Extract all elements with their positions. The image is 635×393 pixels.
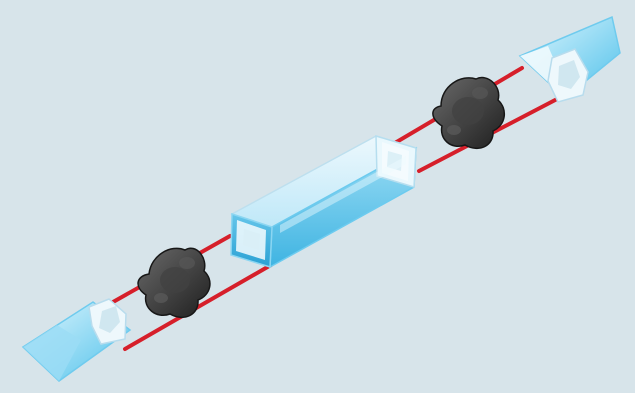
assembly-diagram: 2x (0, 0, 635, 393)
parts-illustration (0, 0, 635, 393)
